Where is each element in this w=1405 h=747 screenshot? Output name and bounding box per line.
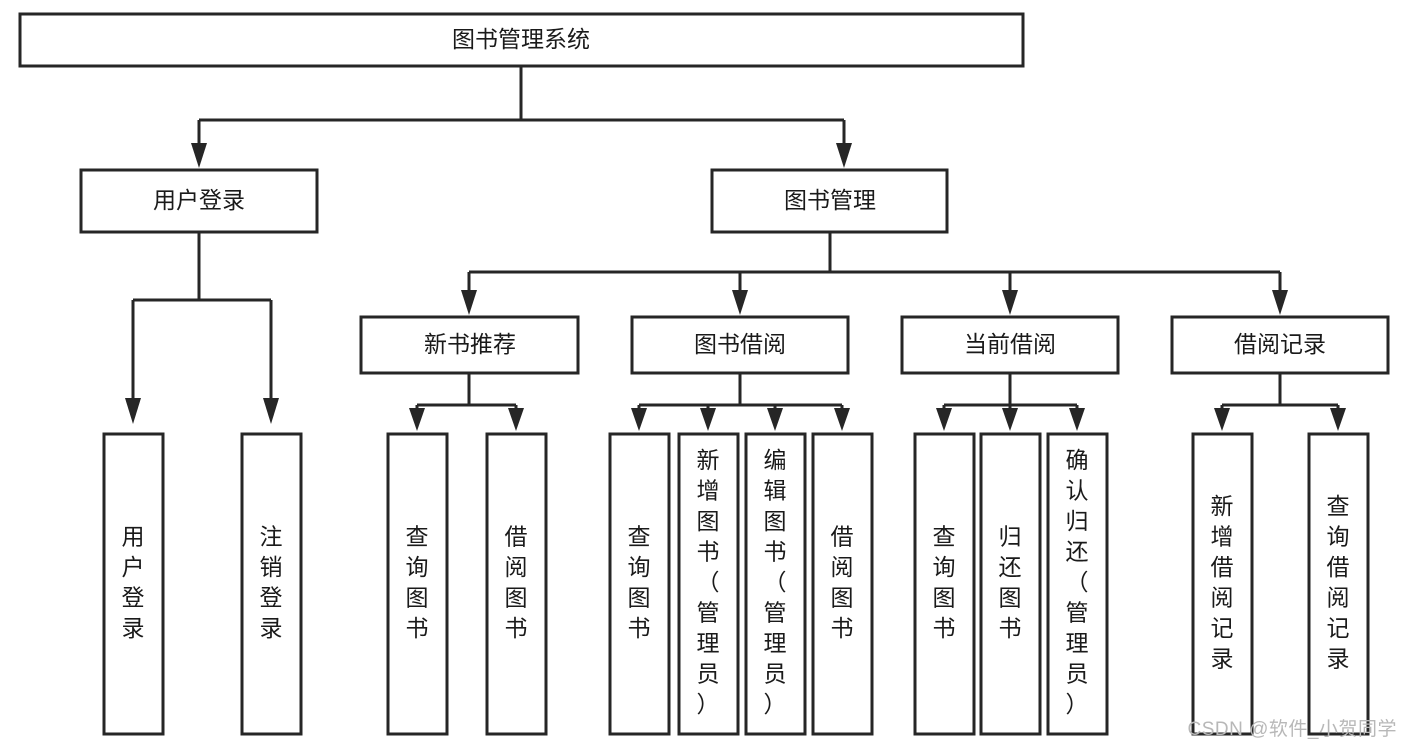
- node-new-book-recommend[interactable]: 新书推荐: [359, 315, 580, 375]
- node-current-borrow[interactable]: 当前借阅: [900, 315, 1120, 375]
- node-new-book-recommend-box[interactable]: [359, 315, 580, 375]
- node-user-login-box[interactable]: [79, 168, 319, 234]
- arrowhead-bb-leaf-1: [631, 408, 647, 431]
- arrowhead-leaf-user-login-1: [125, 398, 141, 424]
- leaf-book-borrow-4-box[interactable]: [811, 432, 874, 736]
- leaf-book-borrow-1[interactable]: 查询图书: [608, 432, 671, 736]
- leaf-current-borrow-2-label: 归还图书: [999, 523, 1022, 641]
- leaf-user-login-2-box[interactable]: [240, 432, 303, 736]
- leaf-borrow-record-2-label: 查询借阅记录: [1327, 493, 1350, 672]
- leaf-book-borrow-4[interactable]: 借阅图书: [811, 432, 874, 736]
- arrowhead-bb-leaf-2: [700, 408, 716, 431]
- arrowhead-br-leaf-1: [1214, 408, 1230, 431]
- arrowhead-borrow-record: [1272, 290, 1288, 315]
- node-current-borrow-label: 当前借阅: [964, 331, 1056, 357]
- leaf-new-book-recommend-2-box[interactable]: [485, 432, 548, 736]
- node-borrow-record[interactable]: 借阅记录: [1170, 315, 1390, 375]
- node-user-login[interactable]: 用户登录: [79, 168, 319, 234]
- leaf-new-book-recommend-1-label: 查询图书: [406, 523, 429, 641]
- connector-group-root: [191, 66, 852, 168]
- leaf-book-borrow-3-box[interactable]: [744, 432, 807, 736]
- arrowhead-leaf-user-login-2: [263, 398, 279, 424]
- arrowhead-br-leaf-2: [1330, 408, 1346, 431]
- leaf-borrow-record-1-box[interactable]: [1191, 432, 1254, 736]
- arrowhead-bb-leaf-4: [834, 408, 850, 431]
- leaf-new-book-recommend-2[interactable]: 借阅图书: [485, 432, 548, 736]
- leaf-borrow-record-2[interactable]: 查询借阅记录: [1307, 432, 1370, 736]
- node-root-label: 图书管理系统: [452, 26, 590, 52]
- leaf-current-borrow-1[interactable]: 查询图书: [913, 432, 976, 736]
- node-root[interactable]: 图书管理系统: [18, 12, 1025, 68]
- connector-group-new-book-recommend: [409, 373, 524, 431]
- leaf-book-borrow-2-label: 新增图书（管理员）: [697, 447, 720, 717]
- connector-group-user-login: [125, 232, 279, 424]
- leaf-current-borrow-2[interactable]: 归还图书: [979, 432, 1042, 736]
- leaf-user-login-1-box[interactable]: [102, 432, 165, 736]
- leaf-book-borrow-2-box[interactable]: [677, 432, 740, 736]
- node-book-management[interactable]: 图书管理: [710, 168, 949, 234]
- arrowhead-book-borrow: [732, 290, 748, 315]
- arrowhead-cb-leaf-2: [1002, 408, 1018, 431]
- arrowhead-current-borrow: [1002, 290, 1018, 315]
- leaf-book-borrow-1-box[interactable]: [608, 432, 671, 736]
- arrowhead-nbr-leaf-1: [409, 408, 425, 431]
- leaf-borrow-record-1-label: 新增借阅记录: [1211, 493, 1234, 672]
- node-borrow-record-box[interactable]: [1170, 315, 1390, 375]
- node-current-borrow-box[interactable]: [900, 315, 1120, 375]
- leaf-book-borrow-3-label: 编辑图书（管理员）: [764, 447, 787, 717]
- leaf-user-login-2[interactable]: 注销登录: [240, 432, 303, 736]
- leaf-new-book-recommend-1[interactable]: 查询图书: [386, 432, 449, 736]
- leaf-book-borrow-4-label: 借阅图书: [831, 523, 854, 641]
- leaf-borrow-record-1[interactable]: 新增借阅记录: [1191, 432, 1254, 736]
- arrowhead-cb-leaf-1: [936, 408, 952, 431]
- node-book-borrow[interactable]: 图书借阅: [630, 315, 850, 375]
- node-book-management-label: 图书管理: [784, 187, 876, 213]
- leaf-current-borrow-3-label: 确认归还（管理员）: [1066, 447, 1089, 717]
- arrowhead-user-login: [191, 143, 207, 168]
- arrowhead-nbr-leaf-2: [508, 408, 524, 431]
- leaf-user-login-1[interactable]: 用户登录: [102, 432, 165, 736]
- connector-group-book-mgmt: [461, 232, 1288, 315]
- arrowhead-bb-leaf-3: [767, 408, 783, 431]
- node-new-book-recommend-label: 新书推荐: [424, 331, 516, 357]
- node-book-management-box[interactable]: [710, 168, 949, 234]
- node-book-borrow-label: 图书借阅: [694, 331, 786, 357]
- leaf-borrow-record-2-box[interactable]: [1307, 432, 1370, 736]
- arrowhead-book-mgmt: [836, 143, 852, 168]
- connector-group-borrow-record: [1214, 373, 1346, 431]
- leaf-current-borrow-2-box[interactable]: [979, 432, 1042, 736]
- leaf-book-borrow-1-label: 查询图书: [628, 523, 651, 641]
- node-user-login-label: 用户登录: [153, 187, 245, 213]
- leaf-book-borrow-2[interactable]: 新增图书（管理员）: [677, 432, 740, 736]
- leaf-current-borrow-3[interactable]: 确认归还（管理员）: [1046, 432, 1109, 736]
- leaf-user-login-1-label: 用户登录: [122, 523, 145, 641]
- leaf-current-borrow-1-box[interactable]: [913, 432, 976, 736]
- leaf-current-borrow-1-label: 查询图书: [933, 523, 956, 641]
- node-book-borrow-box[interactable]: [630, 315, 850, 375]
- node-borrow-record-label: 借阅记录: [1234, 331, 1326, 357]
- leaf-current-borrow-3-box[interactable]: [1046, 432, 1109, 736]
- arrowhead-new-book-recommend: [461, 290, 477, 315]
- connector-group-current-borrow: [936, 373, 1085, 431]
- node-root-box[interactable]: [18, 12, 1025, 68]
- connector-group-book-borrow: [631, 373, 850, 431]
- leaf-book-borrow-3[interactable]: 编辑图书（管理员）: [744, 432, 807, 736]
- leaf-user-login-2-label: 注销登录: [260, 523, 283, 641]
- leaf-new-book-recommend-1-box[interactable]: [386, 432, 449, 736]
- leaf-new-book-recommend-2-label: 借阅图书: [505, 523, 528, 641]
- arrowhead-cb-leaf-3: [1069, 408, 1085, 431]
